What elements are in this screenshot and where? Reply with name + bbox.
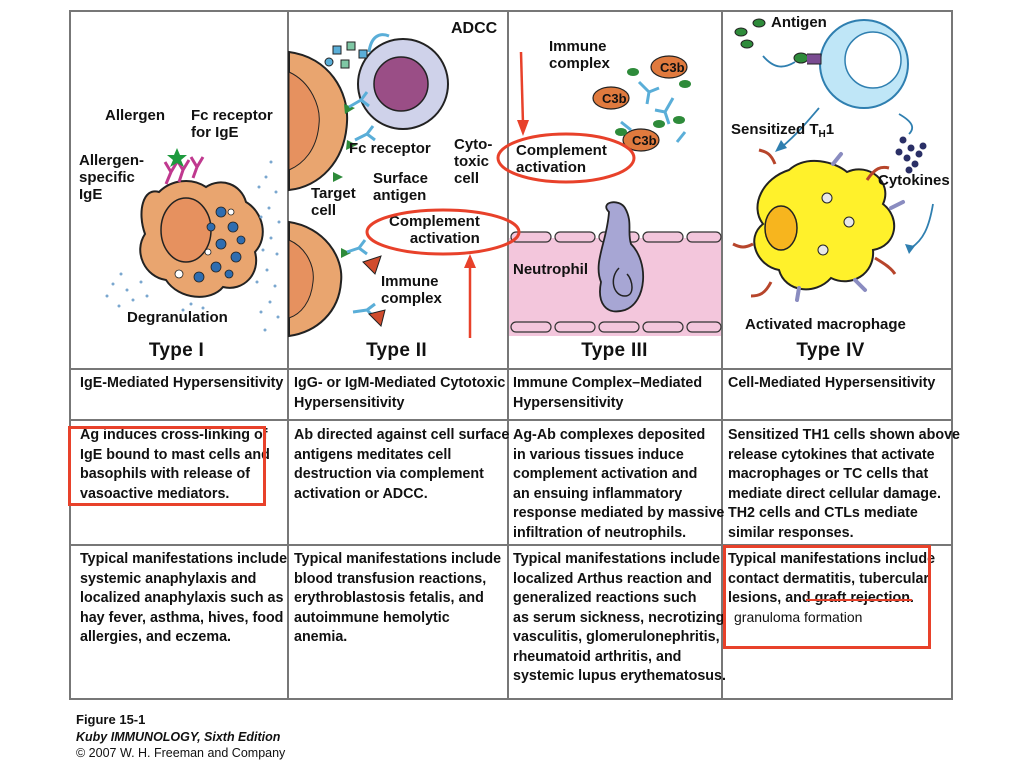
grid-line bbox=[287, 10, 289, 698]
highlight-box-type4 bbox=[723, 545, 931, 649]
immune-complex-illustration bbox=[509, 51, 722, 336]
figure-caption: Figure 15-1 Kuby IMMUNOLOGY, Sixth Editi… bbox=[76, 712, 285, 762]
antigen-label: Antigen bbox=[771, 14, 827, 31]
fc-receptor-label: Fc receptor bbox=[349, 140, 431, 157]
cytotoxic-cell-label: Cyto- toxic cell bbox=[454, 136, 493, 187]
allergen-label: Allergen bbox=[105, 107, 166, 124]
immune-complex-label: Immune complex bbox=[381, 273, 442, 307]
type2-label: Type II bbox=[366, 340, 427, 361]
row-name-type3: Immune Complex–Mediated Hypersensitivity bbox=[513, 375, 703, 411]
type1-label: Type I bbox=[148, 340, 205, 361]
neutrophil-label: Neutrophil bbox=[513, 261, 588, 278]
description-type4: Sensitized TH1 cells shown above release… bbox=[728, 427, 960, 541]
type3-panel: Immune complex C3b C3b C3b Complement ac… bbox=[509, 12, 722, 340]
c3b-label: C3b bbox=[660, 60, 685, 75]
handwritten-note: granuloma formation bbox=[734, 609, 863, 625]
manifestations-type1: Typical manifestations include systemic … bbox=[80, 551, 288, 645]
complement-activation-label: Complement activation bbox=[389, 213, 480, 247]
type2-panel: ADCC Fc receptor Surface antigen Target … bbox=[288, 12, 507, 340]
manifestations-type2: Typical manifestations include blood tra… bbox=[294, 551, 502, 645]
copyright: © 2007 W. H. Freeman and Company bbox=[76, 746, 286, 760]
type3-label: Type III bbox=[581, 340, 648, 361]
description-type1: Ag induces cross-linking of IgE bound to… bbox=[80, 427, 270, 502]
c3b-label: C3b bbox=[632, 133, 657, 148]
highlight-ellipse-type3 bbox=[496, 132, 636, 184]
type1-panel: Allergen Fc receptor for IgE Allergen- s… bbox=[71, 12, 287, 340]
row-name-type4: Cell-Mediated Hypersensitivity bbox=[728, 375, 936, 391]
grid-line bbox=[507, 10, 509, 698]
cytokines-label: Cytokines bbox=[878, 172, 950, 189]
row-name-type2: IgG- or IgM-Mediated Cytotoxic Hypersens… bbox=[294, 375, 506, 411]
grid-line bbox=[69, 544, 953, 546]
surface-antigen-label: Surface antigen bbox=[373, 170, 429, 204]
description-type2: Ab directed against cell surface antigen… bbox=[294, 427, 510, 502]
grid-line bbox=[721, 10, 723, 698]
type4-label: Type IV bbox=[796, 340, 865, 361]
grid-line bbox=[69, 419, 953, 421]
figure-number: Figure 15-1 bbox=[76, 712, 146, 727]
c3b-label: C3b bbox=[602, 91, 627, 106]
allergen-specific-ige-label: Allergen- specific IgE bbox=[79, 152, 145, 203]
type4-panel: Antigen Sensitized TH1 Cytokines Activat… bbox=[723, 12, 951, 340]
mast-cell-illustration bbox=[105, 148, 281, 332]
row-name-type1: IgE-Mediated Hypersensitivity bbox=[80, 375, 284, 391]
highlight-box-type1 bbox=[68, 426, 266, 506]
activated-macrophage-label: Activated macrophage bbox=[745, 316, 906, 333]
complement-activation-label: Complement activation bbox=[516, 142, 607, 176]
manifestations-type4: Typical manifestations include contact d… bbox=[728, 551, 936, 606]
strikethrough-line bbox=[806, 599, 912, 601]
sensitized-th1-label: Sensitized TH1 bbox=[731, 121, 835, 140]
grid-line bbox=[69, 10, 71, 698]
book-title: Kuby IMMUNOLOGY, Sixth Edition bbox=[76, 729, 281, 744]
manifestations-type3: Typical manifestations include localized… bbox=[513, 551, 726, 684]
cell-mediated-illustration bbox=[732, 18, 934, 302]
grid-line bbox=[951, 10, 953, 698]
target-cell-label: Target cell bbox=[311, 185, 356, 219]
immune-complex-label: Immune complex bbox=[549, 38, 610, 72]
adcc-label: ADCC bbox=[451, 20, 498, 37]
fc-receptor-ige-label: Fc receptor for IgE bbox=[191, 107, 273, 141]
grid-line bbox=[69, 368, 953, 370]
degranulation-label: Degranulation bbox=[127, 309, 228, 326]
figure-frame bbox=[69, 10, 953, 700]
description-type3: Ag-Ab complexes deposited in various tis… bbox=[513, 427, 725, 541]
cytotoxic-illustration bbox=[288, 33, 449, 338]
highlight-ellipse-type2 bbox=[365, 208, 521, 256]
